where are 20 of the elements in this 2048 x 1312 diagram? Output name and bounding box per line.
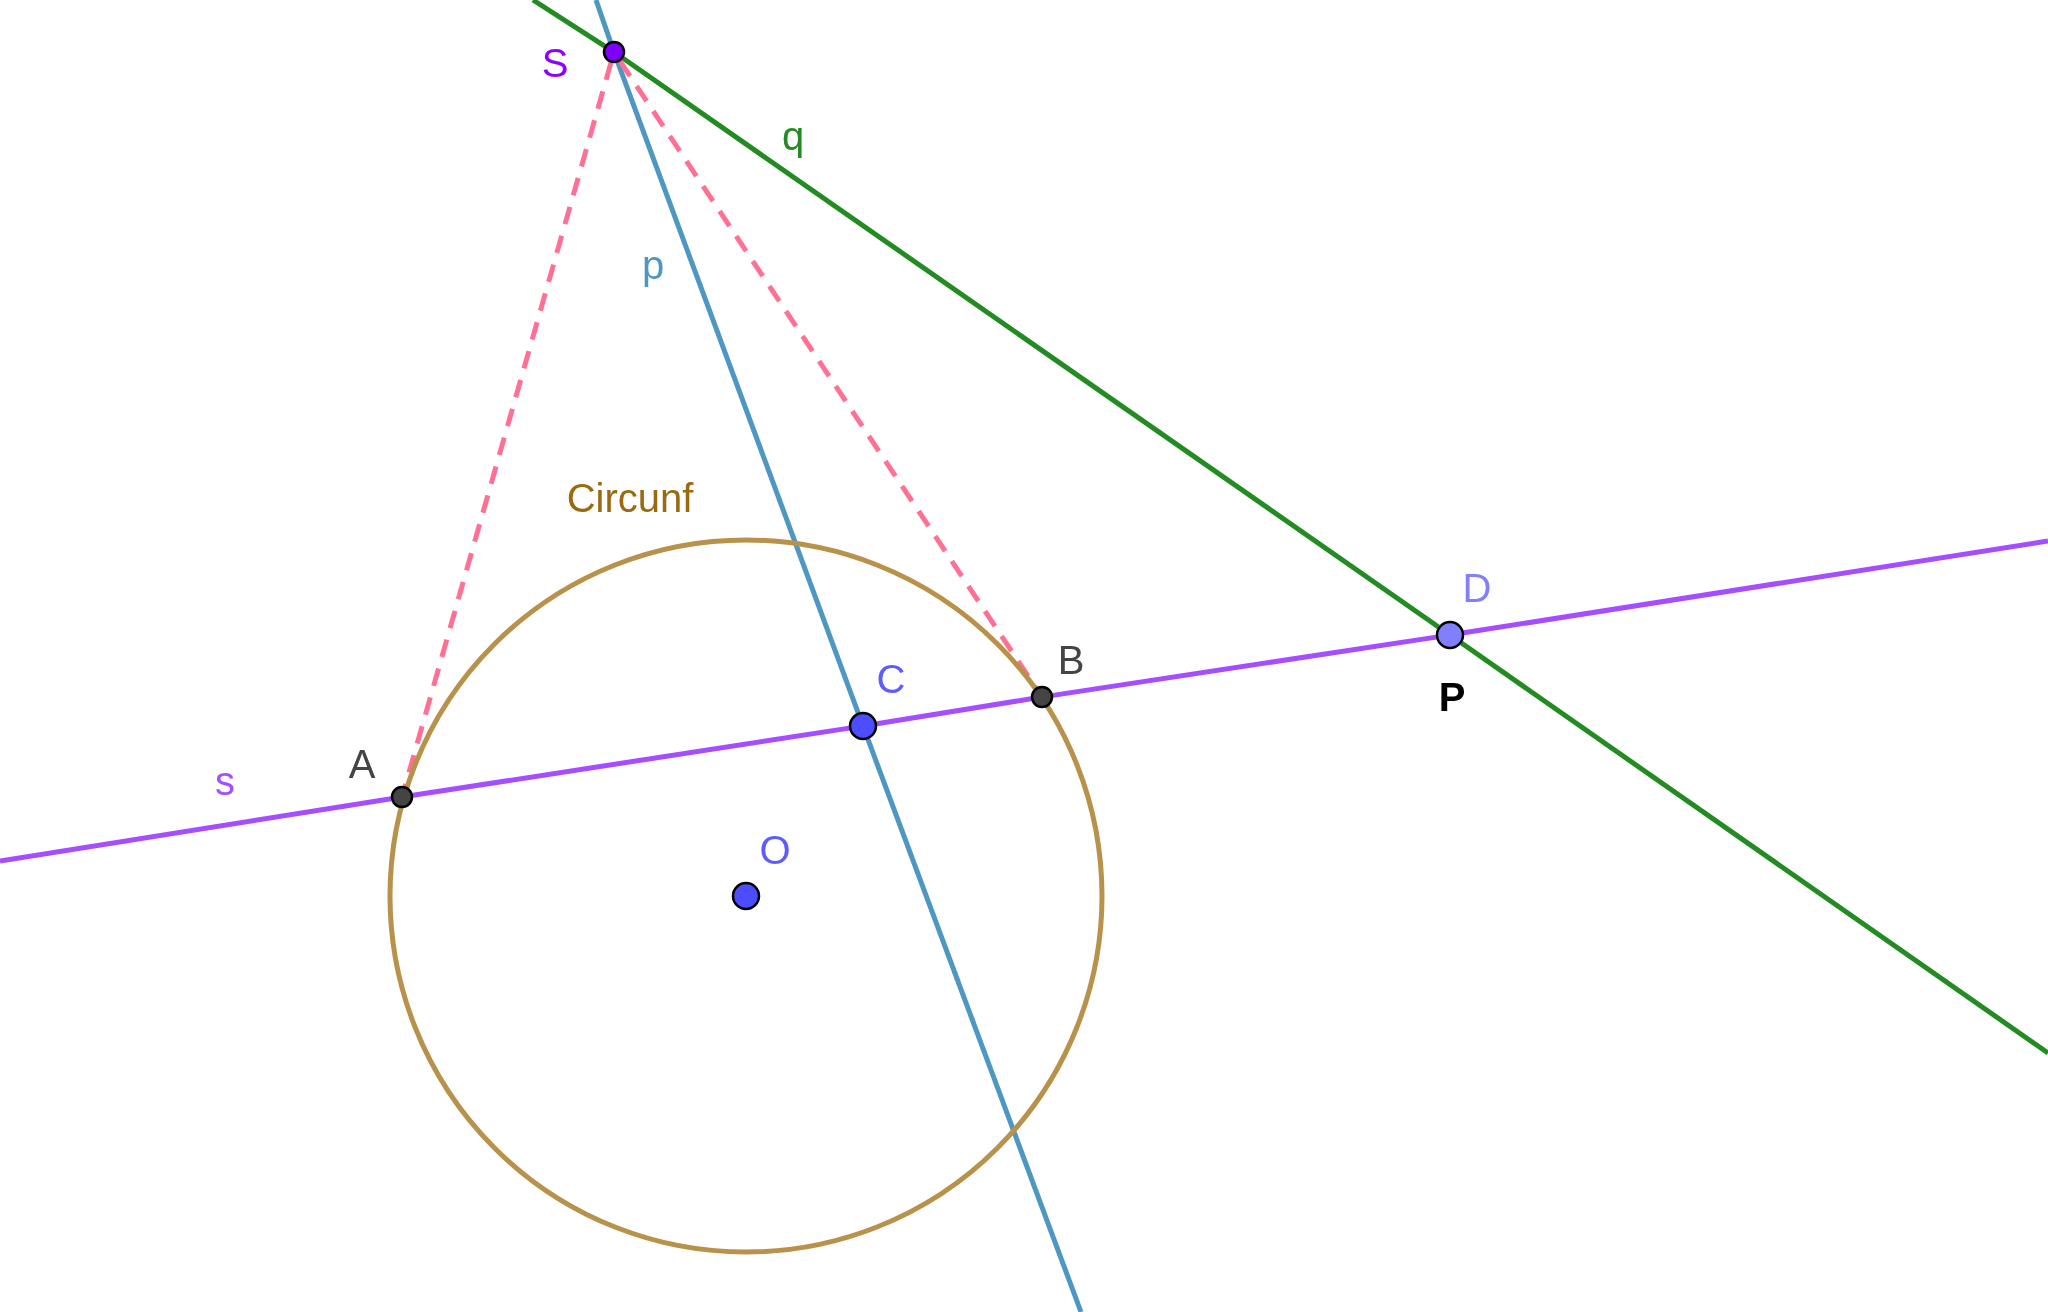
line — [1052, 634, 1437, 698]
point-label: C — [875, 656, 907, 703]
line — [1463, 538, 2048, 636]
line — [615, 61, 861, 714]
point-label: B — [1056, 637, 1086, 684]
line — [531, 0, 607, 49]
point-label: D — [1461, 565, 1493, 612]
line — [593, 0, 613, 43]
line — [876, 696, 1032, 727]
point-label: A — [347, 741, 377, 788]
line — [0, 796, 392, 864]
line — [412, 725, 850, 798]
line — [621, 56, 1440, 630]
point-name: P — [1437, 674, 1467, 721]
dashed-segment — [402, 61, 614, 788]
point-label: O — [758, 827, 792, 874]
point-label: S — [540, 40, 570, 87]
circle-label: Circunf — [565, 475, 695, 522]
line — [1460, 640, 2048, 1056]
line — [865, 738, 1084, 1312]
